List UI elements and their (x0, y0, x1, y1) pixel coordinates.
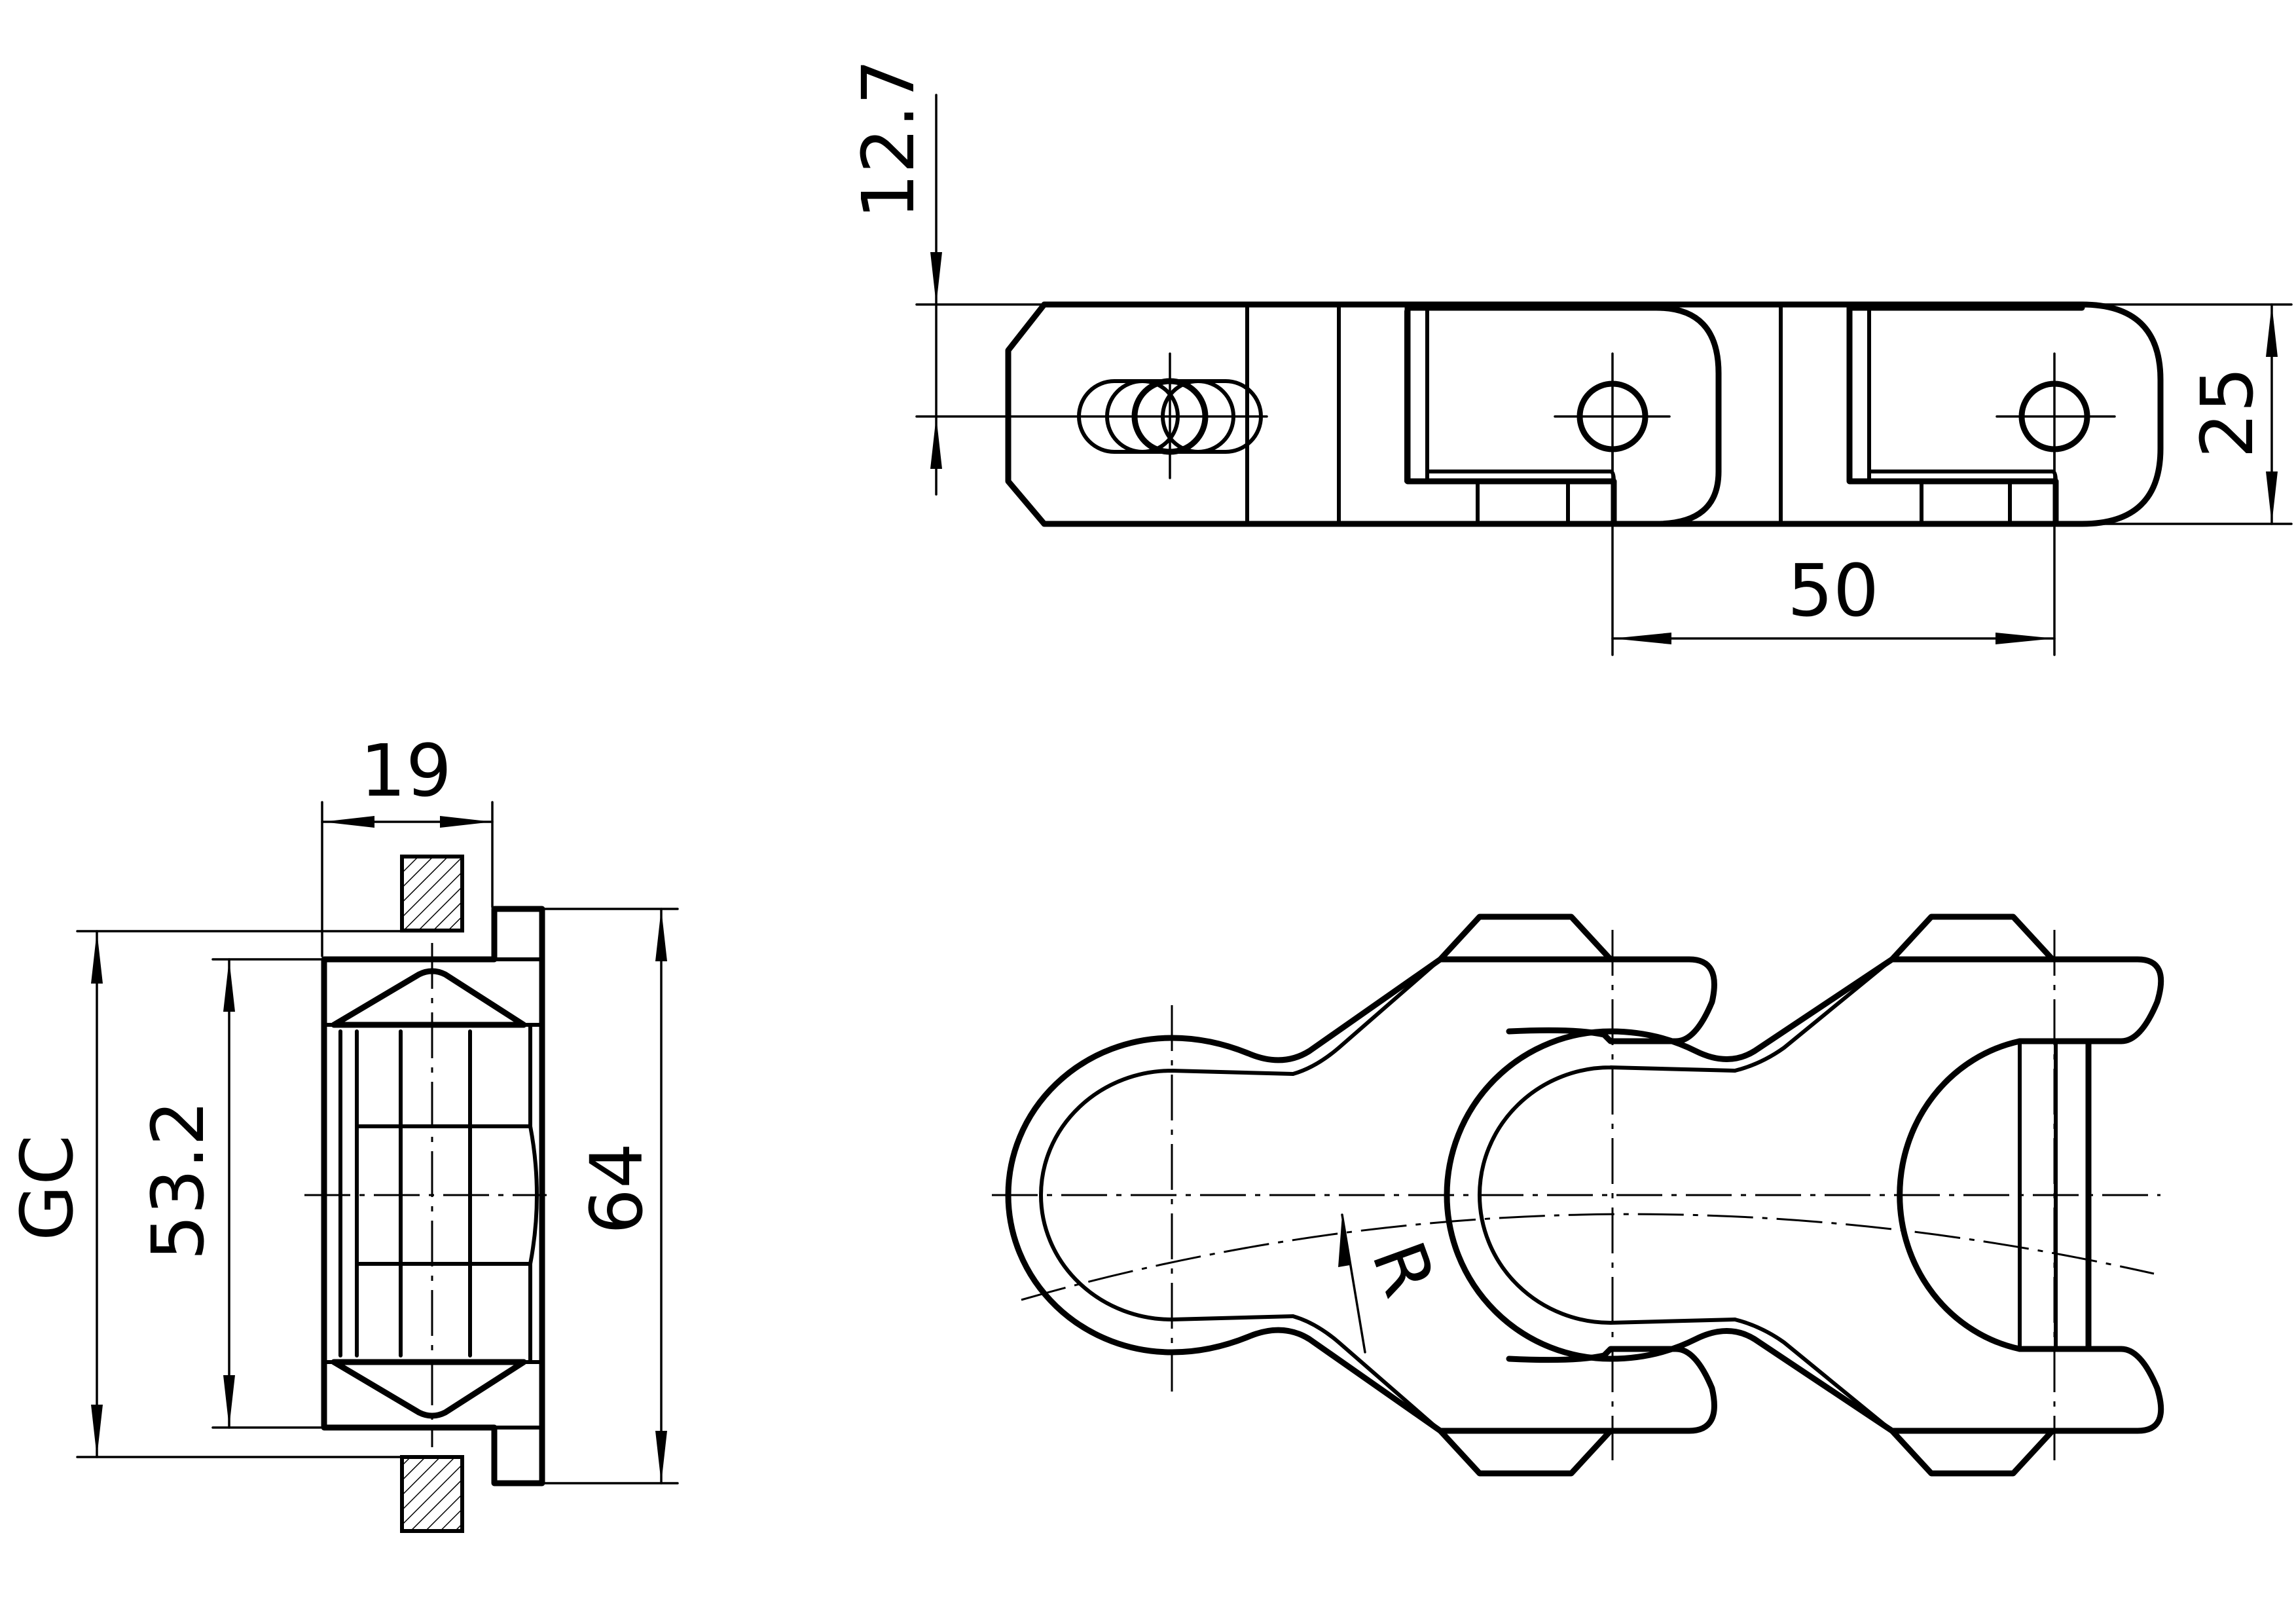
arrowhead (440, 816, 492, 828)
top-wedge (331, 968, 527, 1028)
link-plate (1889, 1428, 2056, 1477)
arrowhead (2266, 304, 2278, 357)
dim-label-12-7: 12.7 (847, 59, 930, 219)
link-outline (1607, 1328, 2164, 1434)
link-tab (1406, 306, 1429, 483)
link-head-inner (1039, 1069, 1295, 1321)
link-head-inner (1478, 1065, 1737, 1325)
arrowhead (322, 816, 374, 828)
dim-label-50: 50 (1787, 549, 1879, 633)
arrowhead (1613, 633, 1671, 644)
link-plate (1437, 913, 1614, 963)
arrowhead (930, 252, 942, 304)
end-view: 19 GC 53.2 64 (5, 729, 679, 1533)
dim-label-gc: GC (5, 1135, 89, 1241)
side-outline (1005, 301, 2164, 527)
dim-label-r: R (1356, 1231, 1451, 1307)
link-plate (1437, 1428, 1614, 1477)
arrowhead (91, 931, 103, 984)
arrowhead (930, 416, 942, 469)
link-chamfer (1291, 957, 1442, 1433)
link-outline (1607, 956, 2164, 1062)
guide-rail-section (400, 855, 464, 932)
turn-radius-arc (1021, 1213, 2155, 1301)
radius-leader (1341, 1213, 1366, 1354)
bottom-wedge (331, 1359, 527, 1419)
link-chamfer (1733, 957, 1894, 1433)
guide-rail-section (400, 1455, 464, 1533)
arrowhead (91, 1405, 103, 1457)
dim-label-19: 19 (360, 729, 452, 813)
dim-label-53-2: 53.2 (136, 1100, 220, 1261)
dim-label-64: 64 (575, 1143, 659, 1234)
arrowhead (655, 1431, 667, 1483)
plan-view: R (992, 913, 2164, 1477)
link-outline (1169, 1327, 1717, 1434)
arrowhead (1995, 633, 2054, 644)
link-plate (1889, 913, 2056, 963)
arrowhead (223, 1375, 235, 1428)
arrowhead (223, 959, 235, 1012)
side-view: 12.7 25 50 (847, 59, 2293, 656)
arrowhead (655, 909, 667, 961)
arrowhead (1338, 1215, 1350, 1267)
dim-label-25: 25 (2185, 367, 2269, 458)
link-outline (1169, 956, 1717, 1063)
link-tab (1848, 306, 1871, 483)
arrowhead (2266, 471, 2278, 524)
